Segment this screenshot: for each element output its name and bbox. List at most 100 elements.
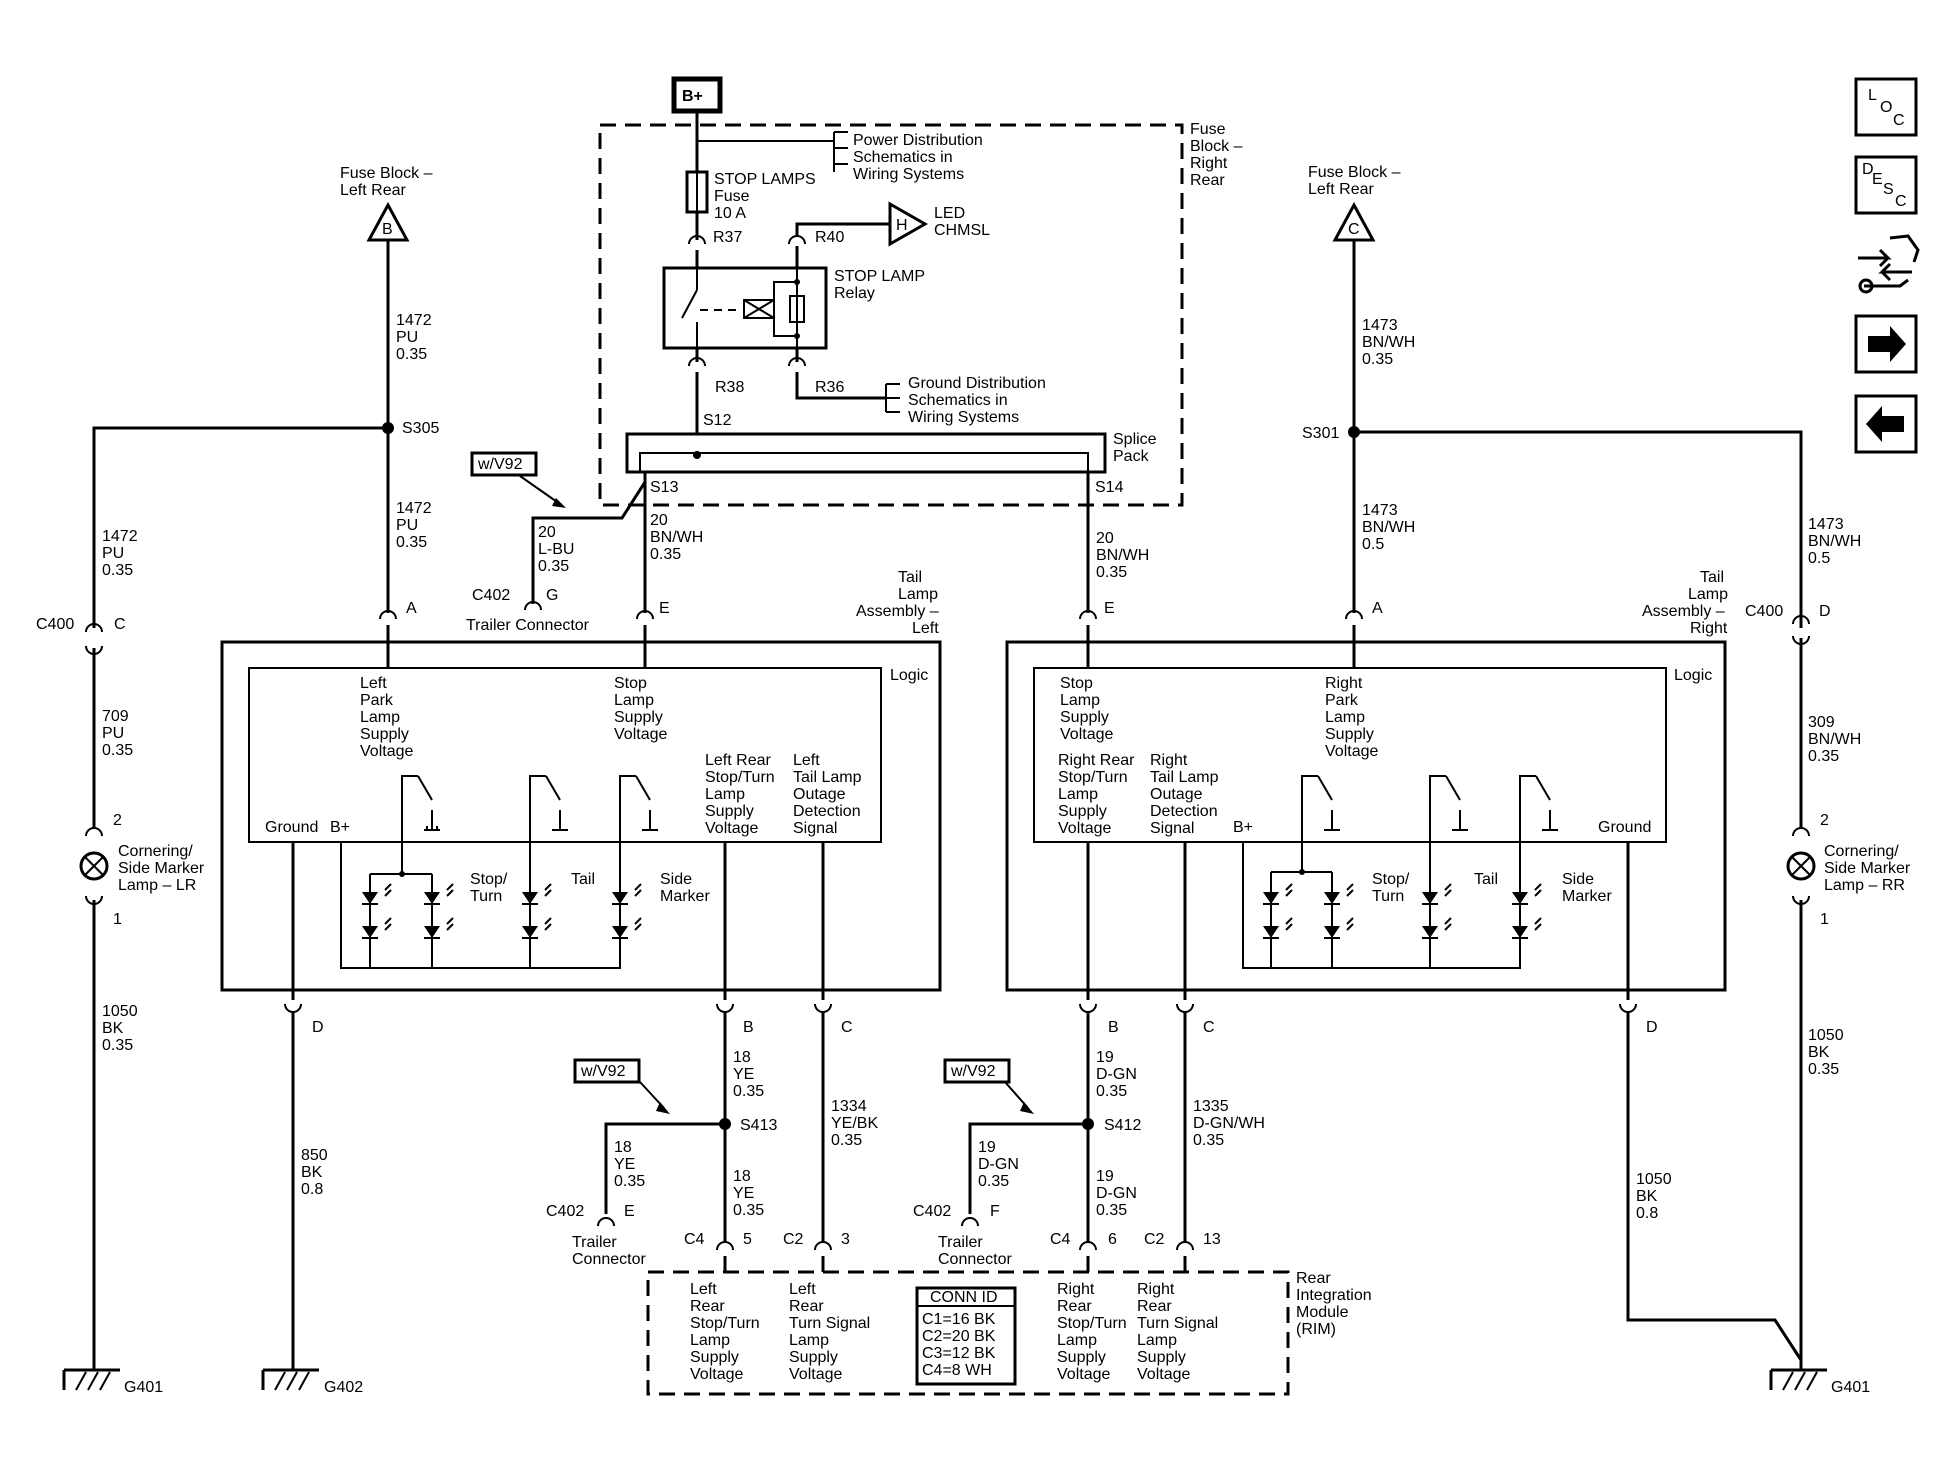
svg-text:(RIM): (RIM): [1296, 1321, 1336, 1338]
wire-18-ye-upper: 18 YE 0.35: [733, 1049, 764, 1100]
svg-text:13: 13: [1203, 1231, 1221, 1248]
svg-text:D-GN: D-GN: [978, 1156, 1019, 1173]
svg-text:C: C: [1895, 193, 1907, 210]
connector-tool-icon[interactable]: [1858, 234, 1920, 294]
svg-text:Fuse: Fuse: [1190, 121, 1226, 138]
svg-text:Side: Side: [1562, 871, 1594, 888]
led-chmsl-ref-triangle: [888, 201, 929, 247]
svg-text:Side: Side: [660, 871, 692, 888]
svg-text:1472: 1472: [396, 500, 432, 517]
right-ground-label: Ground: [1598, 819, 1651, 836]
ground-g401-left: G401: [62, 1368, 163, 1396]
svg-text:1473: 1473: [1362, 317, 1398, 334]
svg-text:C: C: [841, 1019, 853, 1036]
svg-text:Lamp: Lamp: [614, 692, 654, 709]
conn-c400-d: C400: [1745, 603, 1783, 620]
svg-text:Tail Lamp: Tail Lamp: [793, 769, 862, 786]
svg-text:1: 1: [1820, 911, 1829, 928]
svg-text:Stop: Stop: [1060, 675, 1093, 692]
wire-1334: 1334 YE/BK 0.35: [831, 1098, 878, 1149]
svg-text:E: E: [624, 1203, 635, 1220]
rim-col1-label: Left Rear Stop/Turn Lamp Supply Voltage: [690, 1281, 760, 1383]
left-stop-lamp-supply-label: Stop Lamp Supply Voltage: [614, 675, 667, 743]
wire-1472-lower: 1472 PU 0.35: [396, 500, 432, 551]
svg-text:0.35: 0.35: [733, 1202, 764, 1219]
svg-text:Rear: Rear: [1137, 1298, 1172, 1315]
svg-text:Voltage: Voltage: [1137, 1366, 1190, 1383]
svg-text:Pack: Pack: [1113, 448, 1150, 465]
tail-lamp-assembly-right: [1005, 640, 1727, 992]
svg-text:Left: Left: [360, 675, 387, 692]
svg-text:Tail: Tail: [1700, 569, 1724, 586]
svg-text:2: 2: [1820, 812, 1829, 829]
svg-text:BN/WH: BN/WH: [1362, 519, 1415, 536]
svg-text:Stop/Turn: Stop/Turn: [1057, 1315, 1127, 1332]
svg-text:C2: C2: [783, 1231, 804, 1248]
rim-connector-pins: C4 5 C2 3 C4 6 C2 13: [684, 1231, 1221, 1272]
svg-text:Lamp: Lamp: [1137, 1332, 1177, 1349]
svg-text:1335: 1335: [1193, 1098, 1229, 1115]
svg-text:Power Distribution: Power Distribution: [853, 132, 983, 149]
svg-text:Connector: Connector: [572, 1251, 646, 1268]
svg-text:Tail: Tail: [898, 569, 922, 586]
splice-s413: S413: [740, 1117, 777, 1134]
right-led-bank: [1242, 842, 1542, 969]
svg-text:Left Rear: Left Rear: [705, 752, 771, 769]
left-stop-turn-label: Stop/ Turn: [470, 871, 508, 905]
svg-text:1472: 1472: [102, 528, 138, 545]
svg-text:BK: BK: [301, 1164, 323, 1181]
svg-text:C4: C4: [1050, 1231, 1071, 1248]
svg-text:Splice: Splice: [1113, 431, 1157, 448]
svg-text:Fuse Block –: Fuse Block –: [1308, 164, 1401, 181]
svg-text:Turn: Turn: [470, 888, 502, 905]
forward-arrow-button[interactable]: [1854, 314, 1918, 374]
splice-s13: S13: [650, 479, 679, 496]
svg-text:C2=20 BK: C2=20 BK: [922, 1328, 996, 1345]
svg-text:Voltage: Voltage: [789, 1366, 842, 1383]
svg-text:B: B: [1108, 1019, 1119, 1036]
wire-1473-right: 1473 BN/WH 0.5: [1808, 516, 1861, 567]
svg-text:C4: C4: [684, 1231, 705, 1248]
svg-text:Rear: Rear: [789, 1298, 824, 1315]
svg-text:D: D: [312, 1019, 324, 1036]
desc-button[interactable]: D E S C: [1854, 155, 1918, 215]
left-tail-led-label: Tail: [571, 871, 595, 888]
svg-text:Supply: Supply: [1137, 1349, 1186, 1366]
right-bplus-label: B+: [1233, 819, 1253, 836]
svg-text:E: E: [1872, 171, 1883, 188]
svg-text:0.35: 0.35: [1362, 351, 1393, 368]
svg-text:0.35: 0.35: [1808, 748, 1839, 765]
fuse-block-left-rear-c-label: Fuse Block – Left Rear: [1308, 164, 1401, 198]
splice-pack-label: Splice Pack: [1113, 431, 1157, 465]
svg-text:YE: YE: [733, 1066, 754, 1083]
svg-text:C: C: [114, 616, 126, 633]
right-stop-turn-label: Stop/ Turn: [1372, 871, 1410, 905]
conn-c402-f: C402: [913, 1203, 951, 1220]
svg-text:Stop: Stop: [614, 675, 647, 692]
svg-text:w/V92: w/V92: [950, 1063, 996, 1080]
svg-text:Voltage: Voltage: [690, 1366, 743, 1383]
svg-text:Right Rear: Right Rear: [1058, 752, 1135, 769]
svg-text:Lamp: Lamp: [1060, 692, 1100, 709]
wire-1050-diag: 1050 BK 0.8: [1636, 1171, 1672, 1222]
svg-text:C: C: [1203, 1019, 1215, 1036]
svg-text:Module: Module: [1296, 1304, 1349, 1321]
svg-text:Right: Right: [1690, 620, 1728, 637]
svg-text:0.35: 0.35: [978, 1173, 1009, 1190]
svg-text:Right: Right: [1190, 155, 1228, 172]
svg-text:Turn Signal: Turn Signal: [1137, 1315, 1218, 1332]
conn-c402-g: C402: [472, 587, 510, 604]
back-arrow-button[interactable]: [1854, 394, 1918, 454]
svg-text:Cornering/: Cornering/: [1824, 843, 1899, 860]
option-wv92-3: [943, 1058, 1011, 1084]
relay-label: STOP LAMP Relay: [834, 268, 925, 302]
svg-text:Voltage: Voltage: [1058, 820, 1111, 837]
svg-text:YE: YE: [614, 1156, 635, 1173]
right-park-lamp-supply-label: Right Park Lamp Supply Voltage: [1325, 675, 1378, 760]
fuse-block-right-rear-label: Fuse Block – Right Rear: [1190, 121, 1243, 189]
svg-text:YE/BK: YE/BK: [831, 1115, 878, 1132]
svg-text:G: G: [546, 587, 558, 604]
left-bplus-label: B+: [330, 819, 350, 836]
loc-button[interactable]: L O C: [1854, 77, 1918, 137]
right-stop-lamp-supply-label: Stop Lamp Supply Voltage: [1060, 675, 1113, 743]
